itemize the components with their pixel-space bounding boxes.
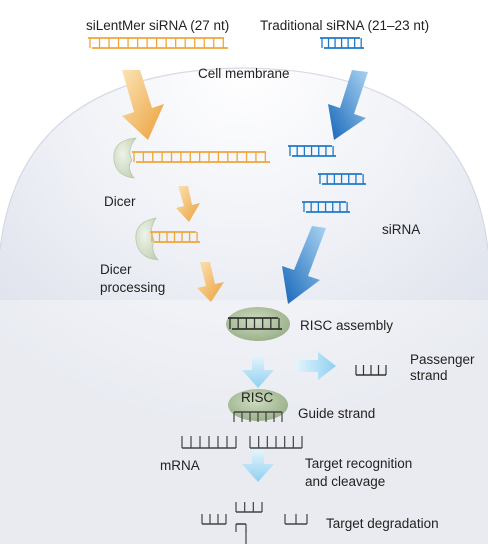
blue-arrow-1 xyxy=(328,70,368,140)
mrna-strand-left xyxy=(181,436,237,449)
processed-duplex xyxy=(150,231,200,243)
dicer-processing-label-line2: processing xyxy=(100,280,166,295)
orange-arrow-1 xyxy=(122,70,164,140)
guide-strand xyxy=(233,411,283,422)
mrna-label: mRNA xyxy=(160,458,200,473)
cell-bottom-fade xyxy=(0,300,488,544)
blue-arrow-2 xyxy=(282,226,326,304)
target-degradation-label: Target degradation xyxy=(326,516,439,531)
sirna-duplex-1 xyxy=(288,145,336,157)
guide-strand-label: Guide strand xyxy=(298,406,376,421)
silentmer-duplex-top xyxy=(88,37,228,49)
title-right: Traditional siRNA (21–23 nt) xyxy=(260,18,430,33)
light-blue-arrow-down-1 xyxy=(242,356,274,388)
light-blue-arrow-down-2 xyxy=(242,450,274,482)
sirna-label: siRNA xyxy=(382,222,421,237)
risc-assembly-label: RISC assembly xyxy=(300,318,394,333)
target-recognition-label-line1: Target recognition xyxy=(305,456,413,471)
passenger-strand xyxy=(355,365,387,376)
cell-membrane-edge xyxy=(0,67,488,251)
fragment-2 xyxy=(235,502,263,513)
risc-complex-body xyxy=(228,389,288,421)
sirna-duplex-2 xyxy=(318,173,366,185)
passenger-label-line2: strand xyxy=(410,368,448,383)
orange-arrow-2 xyxy=(176,186,200,222)
orange-arrow-3 xyxy=(197,262,224,302)
mrna-strand-right xyxy=(249,436,303,449)
fragment-4 xyxy=(284,514,308,525)
risc-assembly-body xyxy=(226,307,290,341)
cell-background xyxy=(0,68,488,544)
light-blue-arrow-right xyxy=(296,352,336,380)
passenger-label-line1: Passenger xyxy=(410,352,475,367)
dicer-blob-1 xyxy=(113,137,137,179)
title-left: siLentMer siRNA (27 nt) xyxy=(86,18,230,33)
dicer-label: Dicer xyxy=(104,194,136,209)
fragment-1 xyxy=(201,514,227,525)
cell-membrane-label: Cell membrane xyxy=(198,66,290,81)
target-recognition-label-line2: and cleavage xyxy=(305,474,386,489)
sirna-duplex-3 xyxy=(302,201,350,213)
risc-label: RISC xyxy=(241,390,274,405)
dicer-processing-label-line1: Dicer xyxy=(100,262,132,277)
traditional-duplex-top xyxy=(320,37,364,49)
risc-assembly-duplex xyxy=(228,317,282,330)
strands-layer xyxy=(88,37,387,544)
dicer-bound-duplex xyxy=(132,151,270,163)
